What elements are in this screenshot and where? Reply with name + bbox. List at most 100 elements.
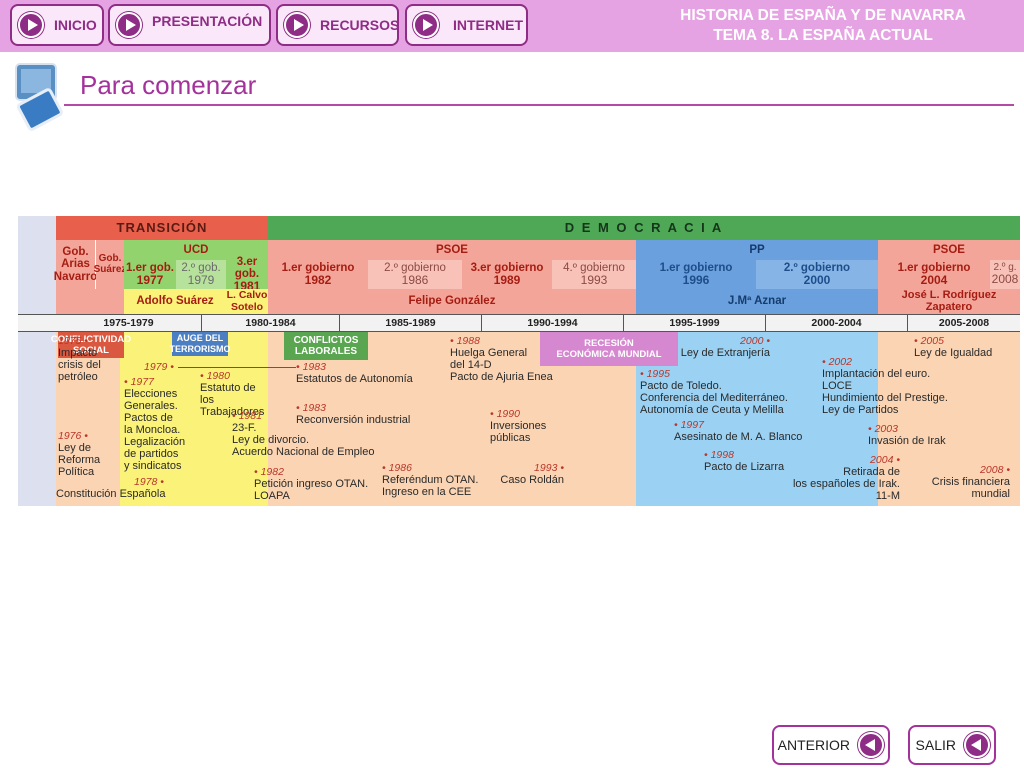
event-text: Huelga General del 14-D Pacto de Ajuria …	[450, 347, 553, 383]
president-calvo-sotelo: L. Calvo Sotelo	[226, 289, 268, 314]
event-year: • 1998	[704, 449, 734, 461]
event-year: 1978 •	[134, 476, 164, 488]
event-text: Referéndum OTAN. Ingreso en la CEE	[382, 474, 479, 498]
president-aznar: J.Mª Aznar	[636, 289, 878, 314]
govt-label: 2.º gobierno	[783, 262, 851, 275]
event-1979: 1979 •	[144, 361, 184, 373]
event-text: Asesinato de M. A. Blanco	[674, 431, 803, 443]
events-bg-ucd	[120, 332, 268, 506]
back-arrow-icon	[858, 732, 884, 758]
period-label: 2000-2004	[766, 315, 908, 331]
govt-label: 1.er gobierno	[659, 262, 733, 275]
internet-button[interactable]: INTERNET	[405, 4, 528, 46]
event-year: • 1990	[490, 408, 520, 420]
inicio-label: INICIO	[54, 17, 97, 33]
anterior-button[interactable]: ANTERIOR	[772, 725, 890, 765]
gob-arias-l3: Navarro	[53, 270, 98, 283]
event-year: 2008 •	[980, 464, 1010, 476]
event-year: • 1980	[200, 370, 230, 382]
govt-ucd-2: 2.º gob.1979	[176, 260, 226, 289]
events-bg-1975	[56, 332, 120, 506]
govt-year: 1993	[580, 273, 608, 288]
event-text: Invasión de Irak	[868, 435, 946, 447]
event-2004: 2004 •Retirada de los españoles de Irak.…	[768, 454, 900, 502]
event-1993: 1993 •Caso Roldán	[494, 462, 564, 486]
govt-year: 2000	[803, 273, 831, 288]
govt-label: 1.er gobierno	[897, 262, 971, 275]
top-bar: INICIO PRESENTACIÓN RECURSOS INTERNET HI…	[0, 0, 1024, 52]
gob-suarez: Gob. Suárez	[94, 240, 126, 289]
govt-year: 2004	[920, 273, 948, 288]
event-text: Pacto de Toledo. Conferencia del Mediter…	[640, 380, 788, 416]
periods-row	[18, 314, 1020, 332]
recursos-button[interactable]: RECURSOS	[276, 4, 399, 46]
event-year: • 1983	[296, 361, 326, 373]
course-title: HISTORIA DE ESPAÑA Y DE NAVARRA TEMA 8. …	[658, 6, 988, 46]
event-year: • 2002	[822, 356, 852, 368]
event-year: 2004 •	[870, 454, 900, 466]
event-text: Reconversión industrial	[296, 414, 411, 426]
govt-label: 4.º gobierno	[563, 262, 625, 275]
event-year: 1979 •	[144, 361, 174, 373]
label-auge-terrorismo: AUGE DEL TERRORISMO	[169, 332, 231, 356]
event-year: 1976 •	[58, 430, 88, 442]
party-psoe-2: PSOE	[878, 240, 1020, 260]
internet-label: INTERNET	[453, 17, 523, 33]
event-year: • 1981	[232, 410, 262, 422]
event-text: Ley de Igualdad	[914, 347, 993, 359]
event-text: Pacto de Lizarra	[704, 461, 785, 473]
president-gonzalez: Felipe González	[268, 289, 636, 314]
event-year: • 2003	[868, 423, 898, 435]
play-icon	[116, 12, 142, 38]
course-title-line1: HISTORIA DE ESPAÑA Y DE NAVARRA	[680, 7, 966, 24]
govt-label: 3.er gobierno	[470, 262, 544, 275]
president-suarez: Adolfo Suárez	[124, 289, 226, 314]
event-year: • 1988	[450, 335, 480, 347]
presentacion-button[interactable]: PRESENTACIÓN	[108, 4, 271, 46]
govt-psoe2-2: 2.º g.2008	[990, 260, 1020, 289]
gob-arias-navarro: Gob. Arias Navarro	[53, 240, 98, 289]
events-bg-psoe2	[878, 332, 1020, 506]
govt-label: 2.º gobierno	[384, 262, 446, 275]
gob-suarez-l1: Gob.	[98, 253, 122, 264]
event-text: Elecciones Generales. Pactos de la Moncl…	[124, 388, 186, 472]
recursos-label: RECURSOS	[320, 17, 400, 33]
event-text: Petición ingreso OTAN. LOAPA	[254, 478, 369, 502]
event-text: Ley de Extranjería	[680, 347, 770, 359]
period-label: 1995-1999	[624, 315, 766, 331]
back-arrow-icon	[964, 732, 990, 758]
govt-year: 1982	[304, 273, 332, 288]
salir-label: SALIR	[915, 737, 956, 753]
event-year: • 2005	[914, 335, 944, 347]
event-text: 23-F. Ley de divorcio. Acuerdo Nacional …	[232, 422, 375, 458]
play-icon	[18, 12, 44, 38]
event-text: Ley de Reforma Política	[58, 442, 101, 478]
party-psoe-1: PSOE	[268, 240, 636, 260]
event-year: • 1986	[382, 462, 412, 474]
period-label: 1980-1984	[202, 315, 340, 331]
govt-label: 2.º gob.	[181, 262, 221, 275]
course-title-line2: TEMA 8. LA ESPAÑA ACTUAL	[713, 27, 933, 44]
event-year: 1993 •	[534, 462, 564, 474]
event-text: Estatuto de los Trabajadores	[200, 382, 265, 418]
event-text: Constitución Española	[56, 488, 166, 500]
event-1975: 1975 •Impacto crisis del petróleo	[58, 335, 122, 383]
salir-button[interactable]: SALIR	[908, 725, 996, 765]
govt-label: 1.er gobierno	[281, 262, 355, 275]
event-1978: 1978 •Constitución Española	[56, 476, 166, 500]
govt-label: 2.º g.	[993, 261, 1017, 273]
period-label: 1990-1994	[482, 315, 624, 331]
inicio-button[interactable]: INICIO	[10, 4, 104, 46]
